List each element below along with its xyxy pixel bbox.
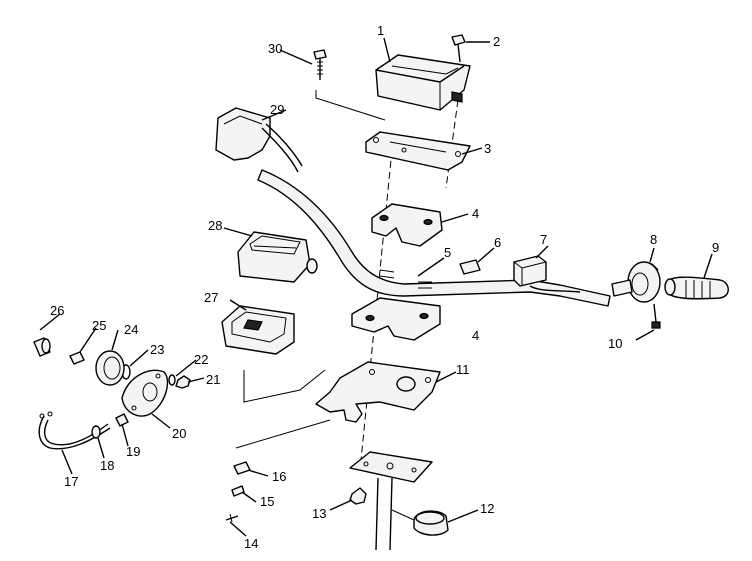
callout-10: 10 — [608, 336, 622, 351]
callout-21: 21 — [206, 372, 220, 387]
steering-post — [349, 451, 433, 551]
handlebar-cover — [375, 54, 471, 111]
callout-18: 18 — [100, 458, 114, 473]
callout-2: 2 — [493, 34, 500, 49]
upper-clamp — [371, 203, 443, 247]
decal — [459, 259, 481, 275]
callout-5: 5 — [444, 245, 451, 260]
leader-lines — [39, 37, 713, 537]
screw-30 — [313, 49, 327, 80]
callout-8: 8 — [650, 232, 657, 247]
washer-22 — [168, 374, 176, 386]
callout-12: 12 — [480, 501, 494, 516]
callout-13: 13 — [312, 506, 326, 521]
handlebar — [257, 169, 611, 307]
callout-25: 25 — [92, 318, 106, 333]
brake-master-cylinder — [215, 107, 303, 173]
callout-20: 20 — [172, 426, 186, 441]
retainer-16 — [233, 461, 251, 475]
gauge-boot — [221, 305, 295, 355]
drive-housing — [121, 369, 169, 417]
callout-16: 16 — [272, 469, 286, 484]
callout-19: 19 — [126, 444, 140, 459]
callout-17: 17 — [64, 474, 78, 489]
upper-plate — [365, 131, 471, 171]
callout-29: 29 — [270, 102, 284, 117]
clamp-12 — [413, 510, 449, 536]
lower-clamp — [351, 297, 441, 341]
speedometer — [237, 231, 318, 283]
callout-27: 27 — [204, 290, 218, 305]
callout-7: 7 — [540, 232, 547, 247]
callout-4-lower: 4 — [472, 328, 479, 343]
mounting-bracket — [315, 361, 441, 423]
callout-4-upper: 4 — [472, 206, 479, 221]
washer-15 — [231, 485, 245, 497]
callout-24: 24 — [124, 322, 138, 337]
clip-18 — [91, 425, 101, 439]
callout-14: 14 — [244, 536, 258, 551]
callout-9: 9 — [712, 240, 719, 255]
callout-22: 22 — [194, 352, 208, 367]
cap-26 — [33, 337, 51, 357]
callout-26: 26 — [50, 303, 64, 318]
pin-14 — [225, 513, 239, 523]
screw-10 — [651, 303, 661, 329]
screw-2 — [451, 34, 466, 63]
callout-labels: 1 2 3 4 4 5 6 7 8 9 10 11 12 13 14 15 16… — [50, 23, 719, 551]
callout-30: 30 — [268, 41, 282, 56]
callout-1: 1 — [377, 23, 384, 38]
throttle-housing — [611, 261, 661, 303]
grip — [664, 276, 729, 300]
nut-13 — [349, 487, 367, 505]
callout-15: 15 — [260, 494, 274, 509]
gasket-24 — [95, 350, 125, 386]
fitting-19 — [115, 413, 129, 427]
callout-28: 28 — [208, 218, 222, 233]
nut-21 — [175, 375, 191, 389]
callout-3: 3 — [484, 141, 491, 156]
callout-23: 23 — [150, 342, 164, 357]
fitting-25 — [69, 351, 85, 365]
callout-11: 11 — [456, 362, 470, 377]
callout-6: 6 — [494, 235, 501, 250]
